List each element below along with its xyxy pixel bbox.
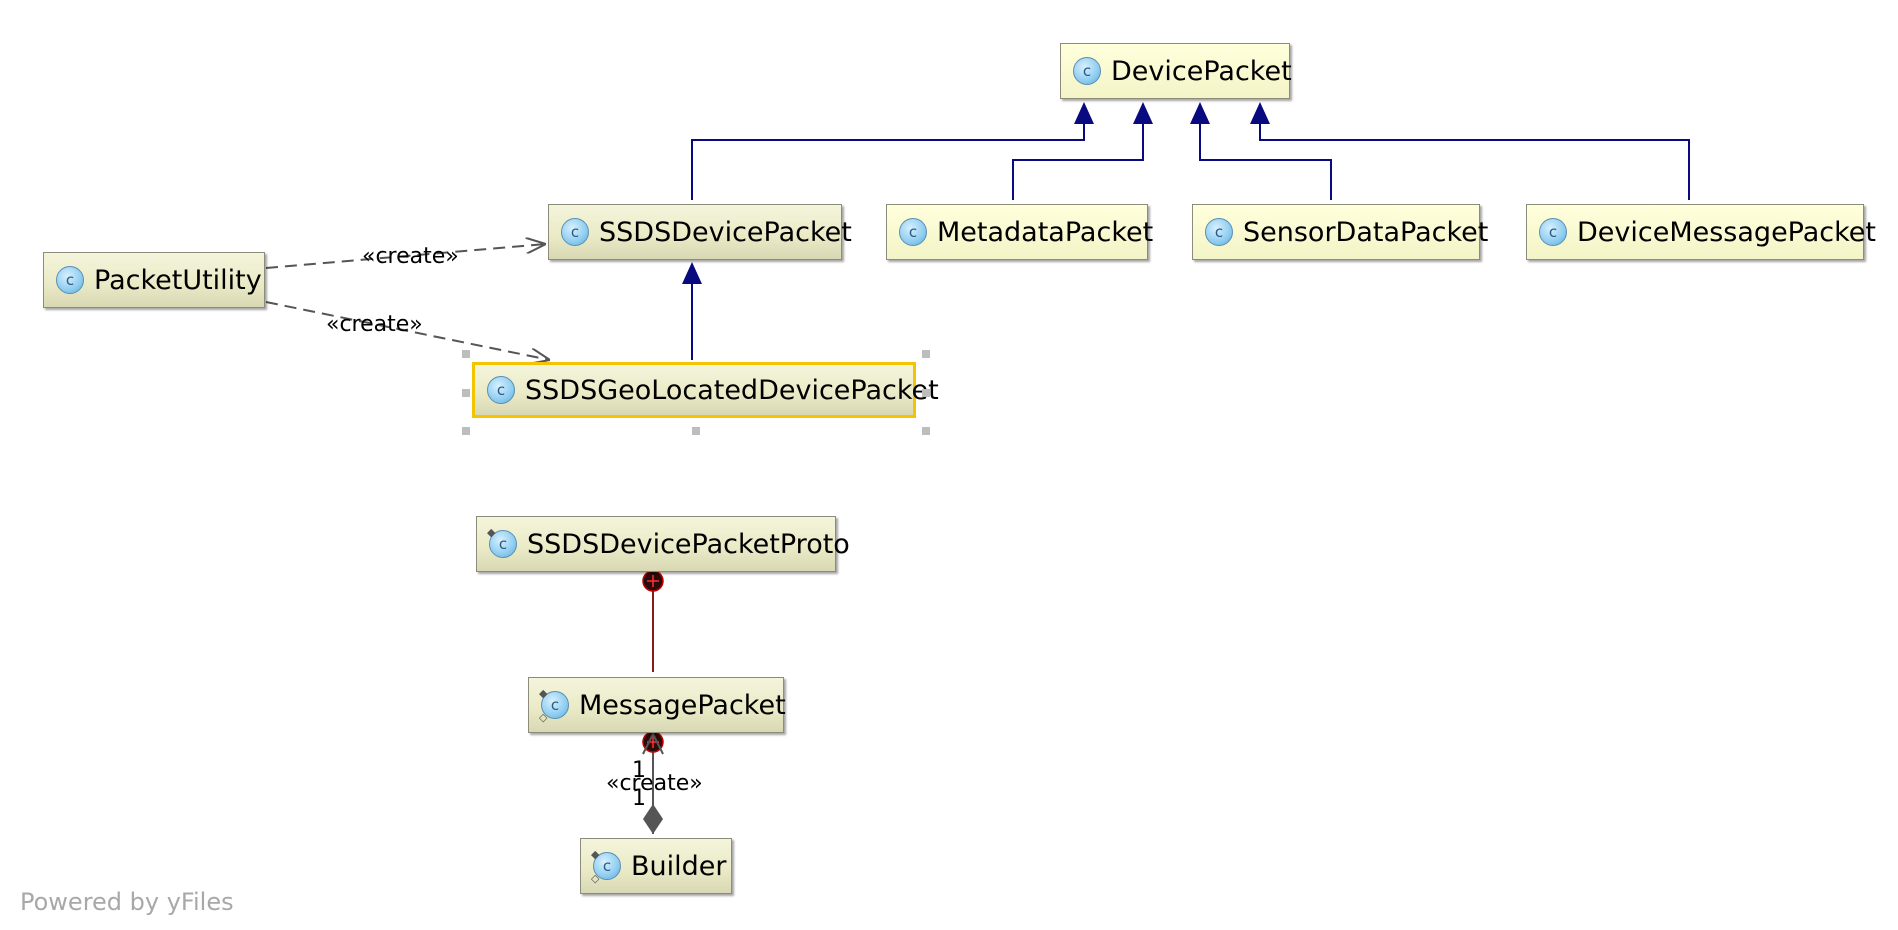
- class-node-messagepacket[interactable]: ◆◇c MessagePacket: [528, 677, 786, 733]
- class-icon: c: [487, 376, 515, 404]
- selection-handle-bottom-right[interactable]: [922, 427, 930, 435]
- class-name: SensorDataPacket: [1243, 216, 1489, 248]
- class-icon: c: [1073, 57, 1101, 85]
- edge-metadata-to-devicepacket[interactable]: [1012, 104, 1144, 200]
- class-icon: c: [1205, 218, 1233, 246]
- dependency-edges: [265, 244, 550, 360]
- final-modifier-icon: ◇: [539, 711, 548, 724]
- multiplicity-label: 1: [632, 786, 646, 811]
- selection-handle-middle-right[interactable]: [922, 389, 930, 397]
- inner-class-edges: [642, 570, 664, 834]
- class-icon: c: [561, 218, 589, 246]
- static-modifier-icon: ◆: [539, 687, 548, 700]
- class-name: MetadataPacket: [937, 216, 1154, 248]
- static-modifier-icon: ◆: [487, 526, 496, 539]
- class-name: DeviceMessagePacket: [1577, 216, 1877, 248]
- class-icon: c: [56, 266, 84, 294]
- class-node-ssdsdevicepacketproto[interactable]: ◆c SSDSDevicePacketProto: [476, 516, 850, 572]
- edge-label-create: «create»: [326, 312, 423, 337]
- class-node-sensordatapacket[interactable]: c SensorDataPacket: [1192, 204, 1488, 260]
- class-icon: ◆c: [487, 526, 517, 558]
- edge-label-create: «create»: [362, 244, 459, 269]
- class-icon: c: [1539, 218, 1567, 246]
- class-node-ssdsgeolocateddevicepacket[interactable]: c SSDSGeoLocatedDevicePacket: [472, 362, 939, 418]
- class-node-packetutility[interactable]: c PacketUtility: [43, 252, 265, 308]
- static-modifier-icon: ◆: [591, 848, 600, 861]
- selection-handle-bottom-center[interactable]: [692, 427, 700, 435]
- class-name: PacketUtility: [94, 264, 262, 296]
- inheritance-edges: [682, 102, 1690, 360]
- class-name: SSDSGeoLocatedDevicePacket: [525, 374, 939, 406]
- edge-label-create: «create»: [606, 771, 703, 796]
- class-name: DevicePacket: [1111, 55, 1292, 87]
- class-icon: ◆◇c: [591, 848, 621, 885]
- class-name: SSDSDevicePacket: [599, 216, 852, 248]
- selection-handle-middle-left[interactable]: [462, 389, 470, 397]
- edge-ssds-to-devicepacket[interactable]: [691, 104, 1085, 200]
- class-node-builder[interactable]: ◆◇c Builder: [580, 838, 732, 894]
- class-name: MessagePacket: [579, 689, 786, 721]
- class-node-devicemessagepacket[interactable]: c DeviceMessagePacket: [1526, 204, 1876, 260]
- edge-sensordata-to-devicepacket[interactable]: [1199, 104, 1332, 200]
- selection-handle-top-left[interactable]: [462, 350, 470, 358]
- final-modifier-icon: ◇: [591, 872, 600, 885]
- class-icon: ◆◇c: [539, 687, 569, 724]
- edge-packetutility-create-geolocated[interactable]: [265, 301, 550, 360]
- selection-handle-bottom-left[interactable]: [462, 427, 470, 435]
- class-node-devicepacket[interactable]: c DevicePacket: [1060, 43, 1292, 99]
- multiplicity-label: 1: [632, 758, 646, 783]
- class-name: Builder: [631, 850, 727, 882]
- selection-handle-top-right[interactable]: [922, 350, 930, 358]
- edge-devicemessage-to-devicepacket[interactable]: [1259, 104, 1690, 200]
- class-icon: c: [899, 218, 927, 246]
- class-name: SSDSDevicePacketProto: [527, 528, 850, 560]
- powered-by-footer: Powered by yFiles: [20, 888, 234, 916]
- edge-packetutility-create-ssds[interactable]: [265, 244, 546, 269]
- class-node-ssdsdevicepacket[interactable]: c SSDSDevicePacket: [548, 204, 852, 260]
- class-node-metadatapacket[interactable]: c MetadataPacket: [886, 204, 1153, 260]
